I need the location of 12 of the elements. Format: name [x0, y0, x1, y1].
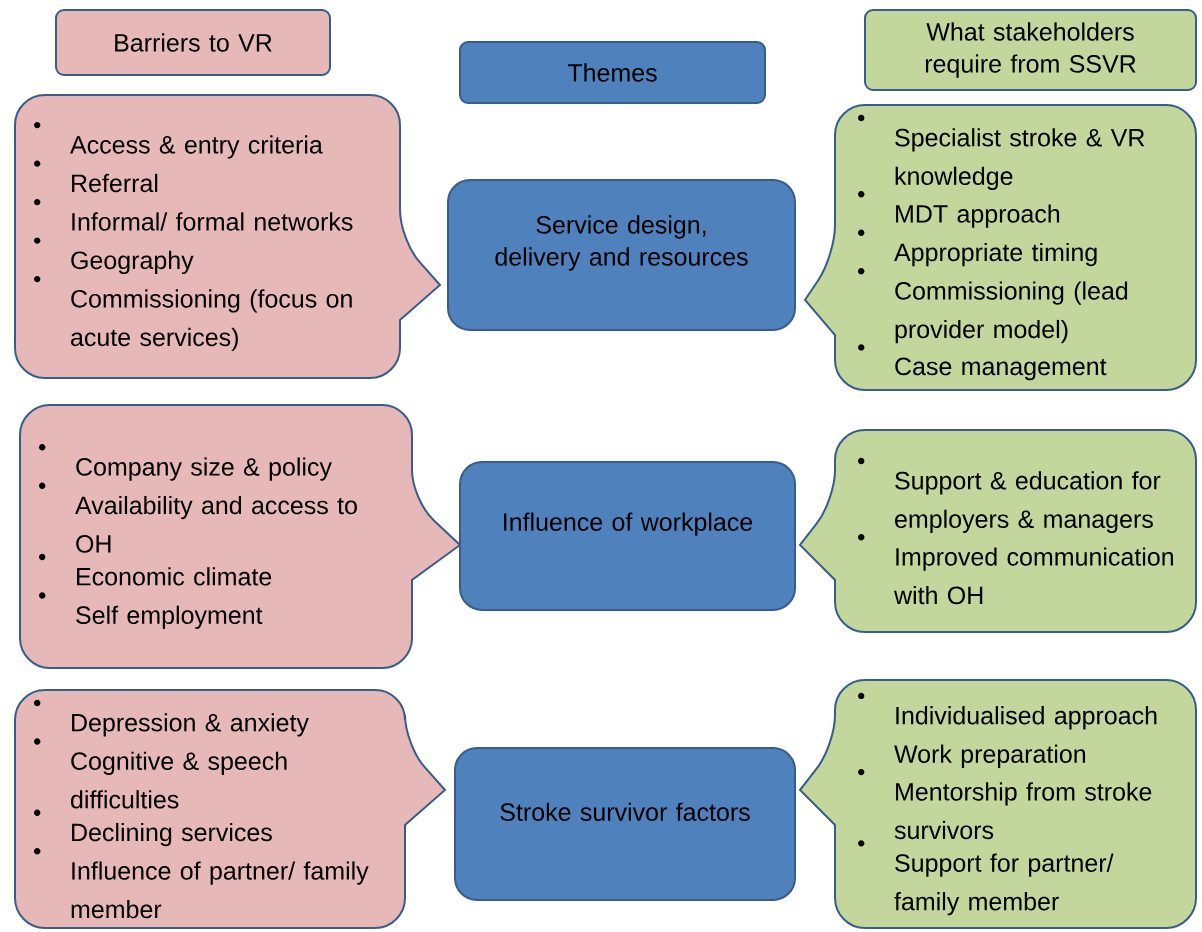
callout-box: Depression & anxiety Cognitive & speech difficulties Declining services Influence of partner/ family member	[14, 689, 446, 929]
header-box: Themes	[459, 41, 766, 104]
callout-box: Support & education for employers & managers Improved communication with OH	[799, 429, 1197, 633]
callout-box: Company size & policy Availability and access to OH Economic climate Self employment	[19, 404, 461, 669]
theme-box: Service design, delivery and resources	[447, 179, 796, 331]
header-box: What stakeholders require from SSVR	[864, 9, 1197, 91]
header-box: Barriers to VR	[55, 9, 331, 76]
theme-box: Stroke survivor factors	[454, 747, 796, 901]
theme-box: Influence of workplace	[459, 461, 796, 611]
callout-box: Access & entry criteria Referral Informal/ formal networks Geography Commissioning (focus on acute services)	[14, 94, 441, 379]
callout-box: Specialist stroke & VR knowledge MDT approach Appropriate timing Commissioning (lead provider model) Case management	[804, 104, 1197, 391]
callout-box: Individualised approach Work preparation Mentorship from stroke survivors Support for partner/ family member	[799, 679, 1197, 929]
